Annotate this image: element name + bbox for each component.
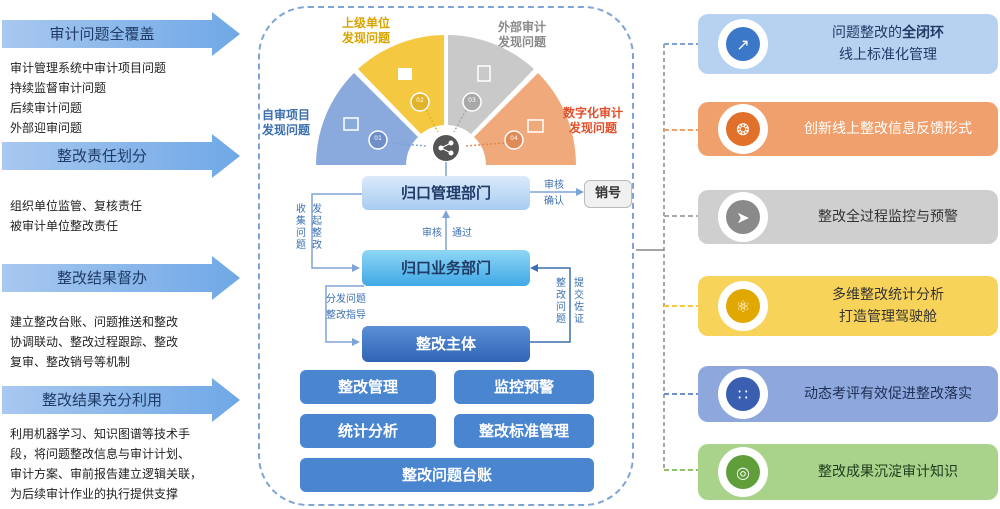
benefit-text: 整改全过程监控与预警 [818,209,958,225]
share-node-icon [433,135,459,161]
num-label: 03 [468,97,476,104]
module-management: 整改管理 [300,370,436,404]
grid-dots-icon: ∷ [726,377,760,411]
module-monitor: 监控预警 [454,370,594,404]
paper-plane-icon: ➤ [726,200,760,234]
section-text: 建立整改台账、问题推送和整改 协调联动、整改过程跟踪、整改 复审、整改销号等机制 [10,315,179,369]
benefit-feedback: ❂ 创新线上整改信息反馈形式 [698,102,998,156]
benefit-analytics: ⚛ 多维整改统计分析打造管理驾驶舱 [698,276,998,336]
label-problem: 整改问题 [556,278,566,325]
section-text: 审计管理系统中审计项目问题 持续监督审计问题 后续审计问题 外部迎审问题 [10,61,167,135]
sector-self-audit [315,73,418,165]
benefit-monitoring: ➤ 整改全过程监控与预警 [698,190,998,244]
num-circle-02 [410,92,430,112]
section-title: 整改结果充分利用 [41,391,162,409]
label-initiate: 发起整改 [312,204,322,251]
section-text: 利用机器学习、知识图谱等技术手 段，将问题整改信息与审计计划、 审计方案、审前报… [10,427,203,501]
chart-icon: ↗ [726,27,760,61]
label-evidence: 提交佐证 [574,278,584,325]
right-connectors [636,43,698,471]
arrow-shape [2,12,240,56]
arrow-shape [2,378,240,422]
num-label: 02 [416,97,424,104]
line-chart-icon [343,117,359,131]
sector-label-self: 自审项目发现问题 [262,108,311,137]
section-banner-utilization: 整改结果充分利用 [2,378,242,422]
benefit-bold-text: 全闭环 [902,25,944,41]
benefit-subtext: 打造管理驾驶舱 [839,309,937,325]
document-icon [477,65,491,82]
bar-chart-icon [398,68,412,80]
benefit-text: 整改成果沉淀审计知识 [818,464,958,480]
subject-box: 整改主体 [362,326,530,362]
benefit-text: 动态考评有效促进整改落实 [804,386,972,402]
arrow-shape [2,256,240,300]
module-statistics: 统计分析 [300,414,436,448]
benefit-closed-loop: ↗ 问题整改的全闭环线上标准化管理 [698,14,998,74]
benefit-text: 创新线上整改信息反馈形式 [804,121,972,137]
sector-label-digital: 数字化审计发现问题 [562,106,623,135]
benefit-text: 多维整改统计分析 [832,287,944,303]
cancel-box: 销号 [584,180,632,208]
num-circle-03 [462,92,482,112]
section-title: 整改结果督办 [56,269,147,287]
arrow-shape [2,134,240,178]
sector-label-external: 外部审计发现问题 [498,20,547,49]
section-banner-supervision: 整改结果督办 [2,256,242,300]
benefit-evaluation: ∷ 动态考评有效促进整改落实 [698,366,998,422]
module-standards: 整改标准管理 [454,414,594,448]
monitor-chart-icon [527,119,544,133]
flow-connectors [311,188,584,346]
label-confirm: 确认 [544,196,564,207]
center-frame [258,6,634,506]
semicircle-diagram [315,35,577,176]
sector-digital [474,73,577,165]
benefit-knowledge: ◎ 整改成果沉淀审计知识 [698,444,998,500]
benefit-subtext: 线上标准化管理 [839,47,937,63]
dept-management-box: 归口管理部门 [362,176,530,210]
section-banner-coverage: 审计问题全覆盖 [2,12,242,56]
num-label: 01 [374,135,382,142]
film-reel-icon: ❂ [726,112,760,146]
section-text: 组织单位监管、复核责任 被审计单位整改责任 [10,199,143,233]
section-title: 审计问题全覆盖 [49,25,155,43]
num-circle-04 [504,130,524,150]
benefit-text: 问题整改的全闭环 [832,25,944,41]
label-review: 审核 [544,180,564,191]
label-audit: 审核 [422,228,442,239]
module-ledger: 整改问题台账 [300,458,594,492]
dept-business-box: 归口业务部门 [362,250,530,286]
sector-label-superior: 上级单位发现问题 [342,16,391,45]
label-pass: 通过 [452,228,472,239]
num-label: 04 [510,135,518,142]
label-collect: 收集问题 [296,204,306,251]
num-circle-01 [368,130,388,150]
section-banner-responsibility: 整改责任划分 [2,134,242,178]
label-dispatch: 分发问题 [326,294,366,305]
section-title: 整改责任划分 [56,147,147,165]
target-icon: ◎ [726,455,760,489]
atom-icon: ⚛ [726,289,760,323]
label-guide: 整改指导 [326,310,366,321]
